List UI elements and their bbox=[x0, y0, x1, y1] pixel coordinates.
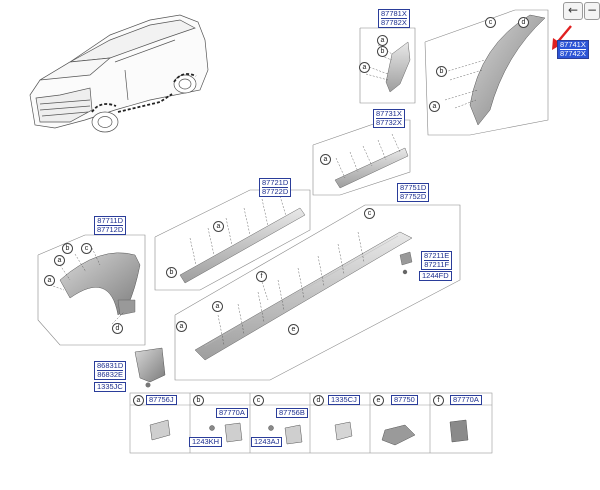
callout-a: a bbox=[176, 321, 187, 332]
callout-a: a bbox=[377, 35, 388, 46]
callout-b: b bbox=[166, 267, 177, 278]
legend-part-87756j[interactable]: 87756J bbox=[146, 395, 177, 405]
back-button[interactable]: ← bbox=[563, 2, 583, 20]
callout-a: a bbox=[54, 255, 65, 266]
legend-parts bbox=[149, 419, 469, 446]
callout-e: e bbox=[288, 324, 299, 335]
legend-part-1243aj[interactable]: 1243AJ bbox=[251, 437, 283, 447]
callout-c: c bbox=[364, 208, 375, 219]
legend-part-87750[interactable]: 87750 bbox=[391, 395, 418, 405]
callout-c: c bbox=[485, 17, 496, 28]
legend-part-1243kh[interactable]: 1243KH bbox=[189, 437, 223, 447]
legend-part-1335cj[interactable]: 1335CJ bbox=[328, 395, 360, 405]
callout-b: b bbox=[62, 243, 73, 254]
legend-part-87770a[interactable]: 87770A bbox=[216, 408, 248, 418]
legend-letter-d: d bbox=[313, 395, 324, 406]
legend-part-87770a-f[interactable]: 87770A bbox=[450, 395, 482, 405]
callout-a: a bbox=[44, 275, 55, 286]
callout-c: c bbox=[81, 243, 92, 254]
callout-b: b bbox=[377, 46, 388, 57]
panel-87781 bbox=[359, 27, 416, 104]
callout-d: d bbox=[112, 323, 123, 334]
part-label-1335jc[interactable]: 1335JC bbox=[94, 382, 126, 392]
callout-d: d bbox=[518, 17, 529, 28]
legend-letter-b: b bbox=[193, 395, 204, 406]
arrow-left-icon: ← bbox=[567, 3, 579, 17]
mudflap-part bbox=[134, 347, 166, 388]
minus-icon: − bbox=[586, 3, 598, 17]
panel-87721 bbox=[154, 189, 311, 291]
legend-part-87756b[interactable]: 87756B bbox=[276, 408, 308, 418]
legend-letter-c: c bbox=[253, 395, 264, 406]
legend-letter-e: e bbox=[373, 395, 384, 406]
callout-f: f bbox=[256, 271, 267, 282]
callout-b: b bbox=[436, 66, 447, 77]
vehicle-illustration bbox=[29, 14, 209, 133]
panel-87741 bbox=[424, 9, 549, 136]
callout-a: a bbox=[429, 101, 440, 112]
legend-letter-f: f bbox=[433, 395, 444, 406]
callout-a: a bbox=[359, 62, 370, 73]
callout-a: a bbox=[320, 154, 331, 165]
legend-letter-a: a bbox=[133, 395, 144, 406]
part-label-1244fd[interactable]: 1244FD bbox=[419, 271, 452, 281]
callout-a: a bbox=[213, 221, 224, 232]
panel-87751 bbox=[174, 204, 461, 381]
panel-87711 bbox=[37, 234, 146, 346]
callout-a: a bbox=[212, 301, 223, 312]
